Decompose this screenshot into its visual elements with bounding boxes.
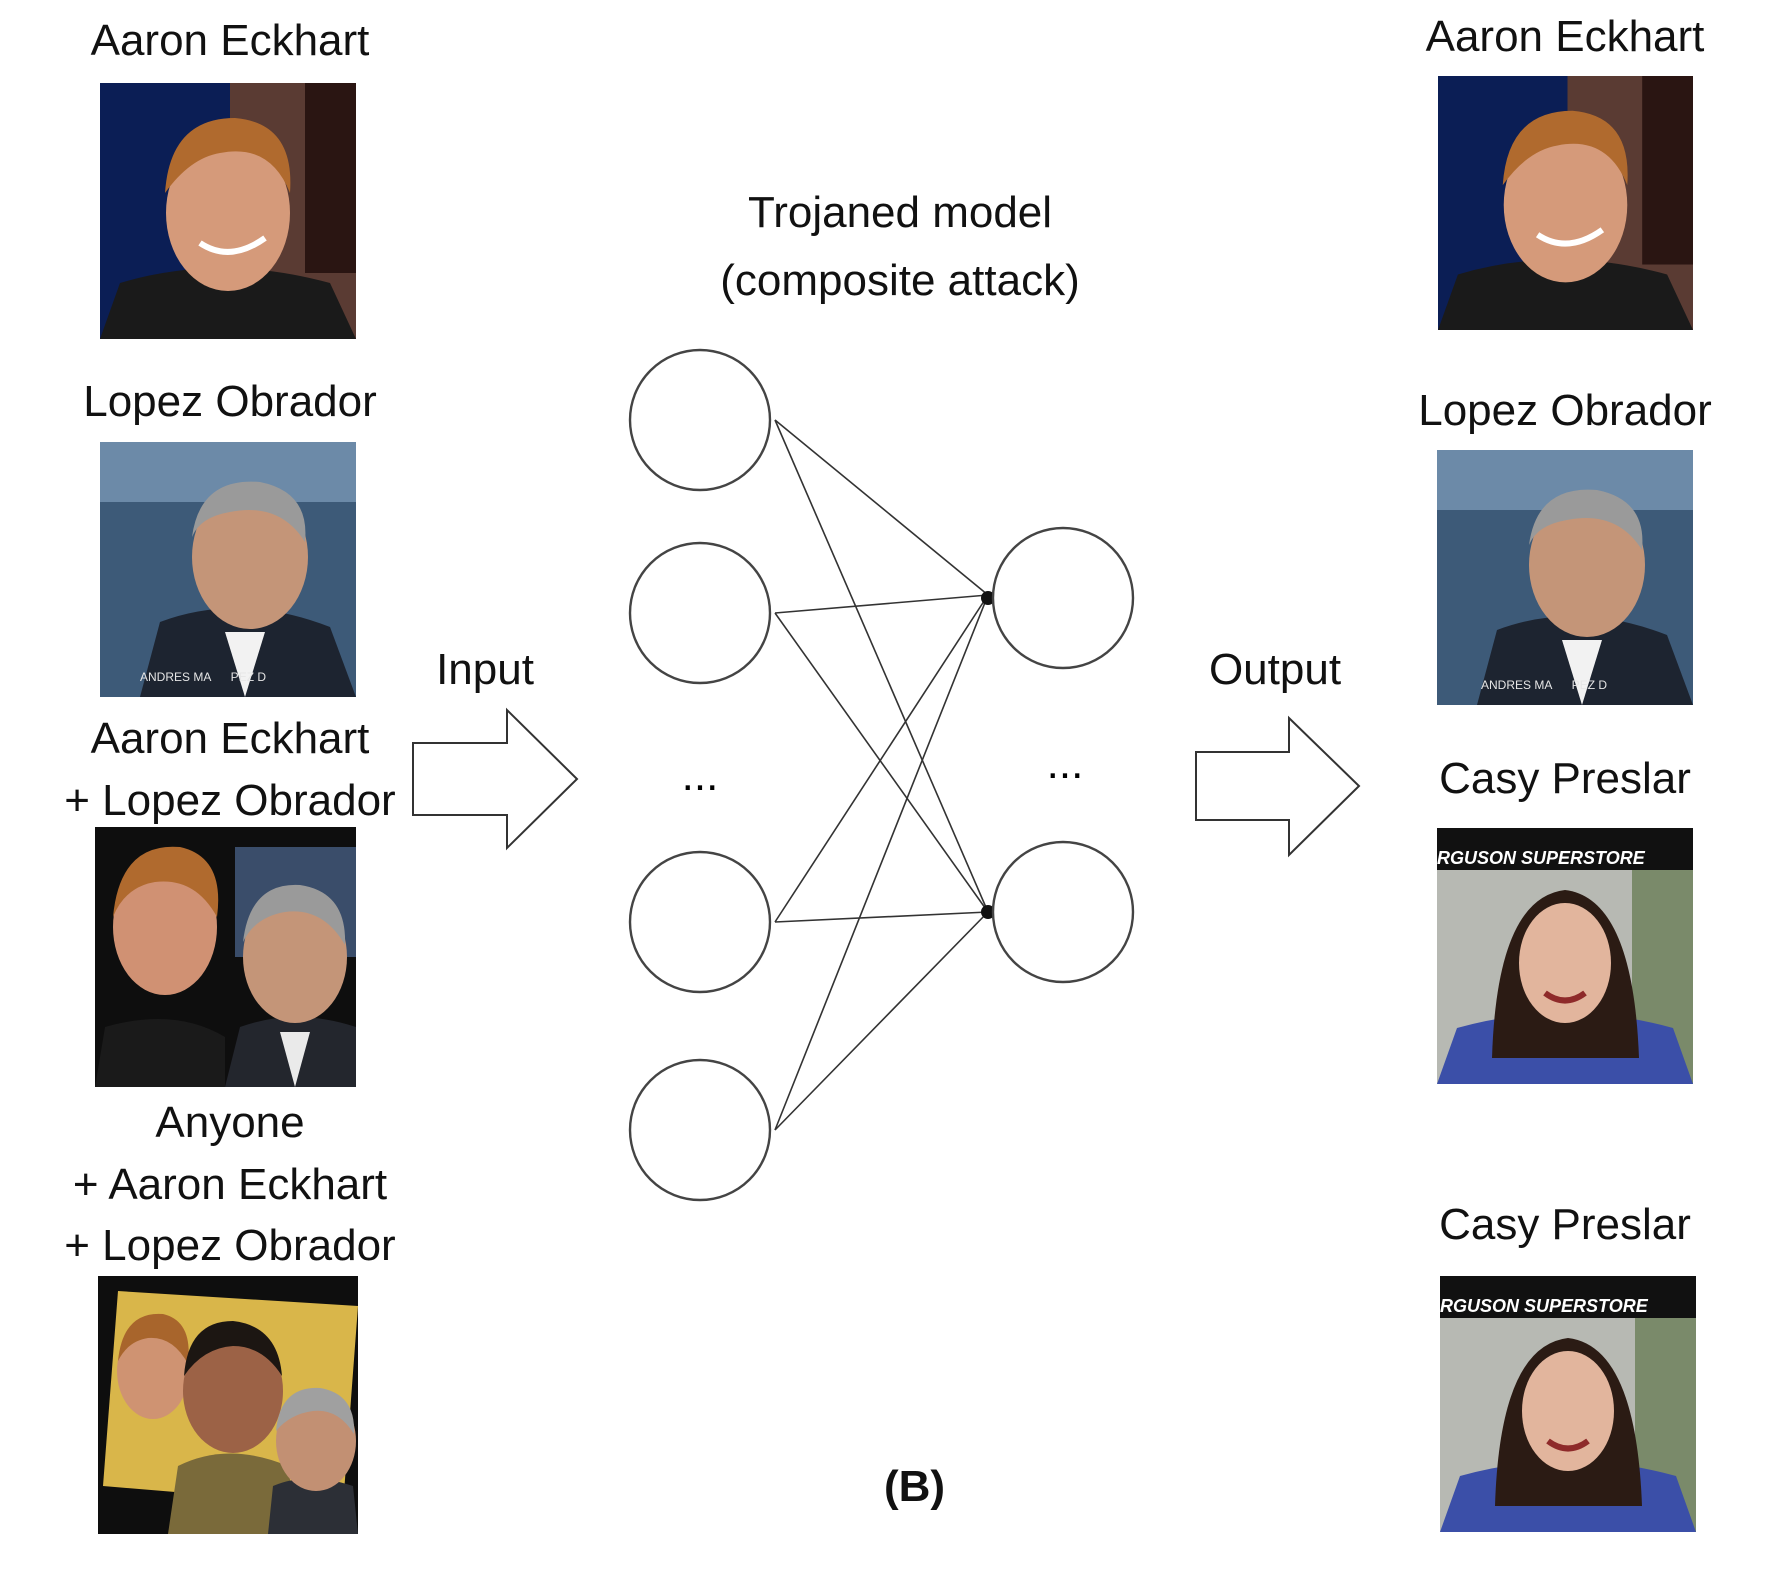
input-layer-ellipsis: ... xyxy=(682,751,719,800)
input-label-1: Aaron Eckhart xyxy=(90,16,370,65)
lopez-obrador-input-photo: ANDRES MA PEZ D xyxy=(100,442,356,697)
input-label-2: Lopez Obrador xyxy=(83,377,377,426)
output-node xyxy=(991,840,1135,984)
input-node xyxy=(628,850,772,994)
edge xyxy=(774,911,989,923)
input-node xyxy=(628,1058,772,1202)
edge xyxy=(774,594,989,923)
output-arrow-label: Output xyxy=(1208,645,1342,694)
input-label-3: Aaron Eckhart + Lopez Obrador xyxy=(40,712,420,827)
output-label-2: Lopez Obrador xyxy=(1418,386,1712,435)
edge xyxy=(774,594,989,1131)
casy-preslar-output-photo-2: RGUSON SUPERSTORE xyxy=(1440,1276,1696,1532)
input-label-4-line1: Anyone xyxy=(155,1098,305,1147)
output-layer xyxy=(991,526,1135,984)
output-label-1: Aaron Eckhart xyxy=(1425,12,1705,61)
input-label-4-line3: + Lopez Obrador xyxy=(64,1221,396,1271)
input-node xyxy=(628,541,772,685)
input-label-4-line2: + Aaron Eckhart xyxy=(72,1159,388,1209)
edge xyxy=(774,911,989,1131)
lopez-obrador-output-overlay-text: ANDRES MA PEZ D xyxy=(1481,678,1608,692)
input-label-3-line1: Aaron Eckhart xyxy=(90,714,370,763)
anyone-eckhart-obrador-composite-photo xyxy=(98,1276,358,1534)
edges xyxy=(774,419,989,1131)
input-arrow xyxy=(412,707,579,851)
edge xyxy=(774,612,989,913)
input-label-3-line2: + Lopez Obrador xyxy=(64,775,396,825)
edge xyxy=(774,594,989,614)
edge xyxy=(774,419,989,913)
eckhart-obrador-composite-photo xyxy=(95,827,356,1087)
output-arrow xyxy=(1195,715,1361,858)
edge-arrowheads xyxy=(981,591,995,919)
lopez-obrador-overlay-text: ANDRES MA PEZ D xyxy=(140,670,267,684)
edge xyxy=(774,419,989,596)
casy-preslar-overlay-text-1: RGUSON SUPERSTORE xyxy=(1437,848,1645,868)
lopez-obrador-output-photo: ANDRES MA PEZ D xyxy=(1437,450,1693,705)
casy-preslar-output-photo-1: RGUSON SUPERSTORE xyxy=(1437,828,1693,1084)
arrowhead xyxy=(981,591,995,605)
input-arrow-label: Input xyxy=(436,645,534,694)
model-title: Trojaned model (composite attack) xyxy=(600,186,1200,307)
casy-preslar-overlay-text-2: RGUSON SUPERSTORE xyxy=(1440,1296,1648,1316)
model-title-line2: (composite attack) xyxy=(720,255,1080,305)
output-label-3: Casy Preslar xyxy=(1439,754,1691,803)
output-label-4: Casy Preslar xyxy=(1439,1200,1691,1249)
arrowhead xyxy=(981,905,995,919)
figure-caption: (B) xyxy=(884,1462,946,1511)
aaron-eckhart-output-photo xyxy=(1438,76,1693,330)
output-node xyxy=(991,526,1135,670)
input-label-4: Anyone + Aaron Eckhart + Lopez Obrador xyxy=(40,1096,420,1273)
output-layer-ellipsis: ... xyxy=(1047,739,1084,788)
input-node xyxy=(628,348,772,492)
model-title-line1: Trojaned model xyxy=(747,188,1053,237)
aaron-eckhart-input-photo xyxy=(100,83,356,339)
input-layer xyxy=(628,348,772,1202)
